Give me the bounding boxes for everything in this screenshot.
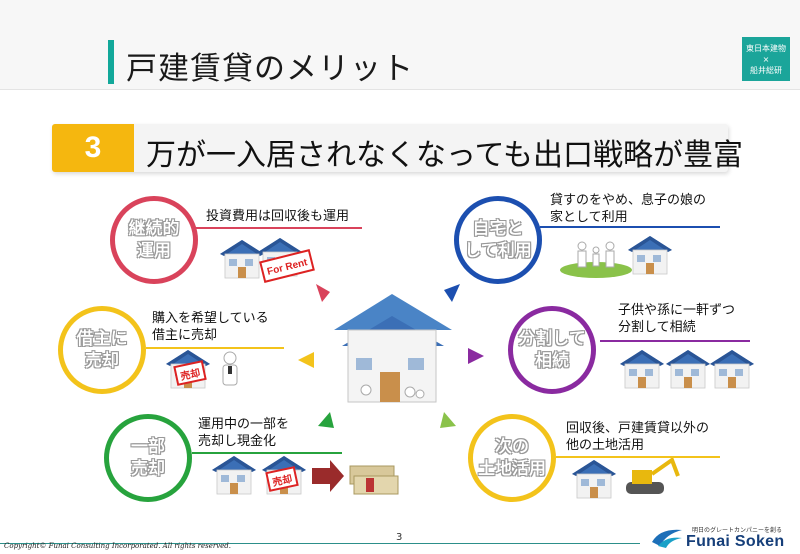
circle-label: 継続的 運用 [128,219,180,261]
house-icon-a [219,239,265,279]
underline-split-inheritance [600,340,750,342]
title-accent-bar [108,40,114,84]
underline-own-use [540,226,720,228]
underline-partial-sale [192,452,342,454]
brand-name: Funai Soken [686,533,785,550]
headline-text: 万が一入居されなくなっても出口戦略が豊富 [146,138,743,173]
circle-label: 分割して 相続 [518,329,586,371]
house-icon-i [709,349,755,389]
pointer-bottom-left [318,412,334,428]
house-icon-h [665,349,711,389]
brand-tagline: 明日のグレートカンパニーを創る [692,527,783,534]
family-icon [560,241,632,278]
underline-next-land-use [556,456,720,458]
page-title: 戸建賃貸のメリット [126,51,414,87]
footer-divider [0,543,640,544]
circle-partial-sale: 一部 売却 [104,414,192,502]
desc-next-land-use: 回収後、戸建賃貸以外の 他の土地活用 [566,421,710,453]
arrow-right-icon [312,460,344,492]
header [0,0,800,90]
sold-label-1: 売却 [179,366,201,383]
underline-continuous-operation [196,227,362,229]
sold-sign-icon-1: 売却 [173,360,207,386]
pointer-right [468,348,484,364]
cash-icon [349,465,399,495]
pointer-bottom-right [440,412,456,428]
house-icon-j [571,459,617,499]
circle-label: 次の 土地活用 [478,437,546,479]
circle-label: 借主に 売却 [76,329,128,371]
underline-sell-to-tenant [146,347,284,349]
house-icon-d [211,455,257,495]
house-icon-g [619,349,665,389]
excavator-icon [626,456,680,494]
badge-line-2: × [762,55,770,64]
house-icon-f [627,235,673,275]
desc-partial-sale: 運用中の一部を 売却し現金化 [198,417,290,449]
desc-split-inheritance: 子供や孫に一軒ずつ 分割して相続 [618,303,736,335]
circle-next-land-use: 次の 土地活用 [468,414,556,502]
copyright-text: Copyright© Funai Consulting Incorporated… [4,542,232,550]
pointer-top-right [444,284,460,302]
circle-own-use: 自宅と して利用 [454,196,542,284]
sold-label-2: 売却 [271,472,293,489]
funai-logo-icon [652,529,682,548]
circle-sell-to-tenant: 借主に 売却 [58,306,146,394]
headline-banner [52,124,728,172]
page-number: 3 [396,532,403,543]
circle-continuous-operation: 継続的 運用 [110,196,198,284]
company-badge: 東日本建物 × 船井総研 [742,37,790,81]
badge-line-1: 東日本建物 [746,44,786,53]
circle-label: 自宅と して利用 [464,219,532,261]
pointer-left [298,352,314,368]
person-icon [222,351,238,386]
circle-label: 一部 売却 [131,437,165,479]
badge-line-3: 船井総研 [750,66,782,75]
headline-number: 3 [52,124,134,172]
circle-split-inheritance: 分割して 相続 [508,306,596,394]
pointer-top-left [316,284,330,302]
desc-sell-to-tenant: 購入を希望している 借主に売却 [152,311,269,343]
sold-sign-icon-2: 売却 [265,466,299,492]
desc-own-use: 貸すのをやめ、息子の娘の 家として利用 [550,193,707,225]
center-house-icon [334,294,452,403]
for-rent-sign-icon: For Rent [259,249,315,283]
desc-continuous-operation: 投資費用は回収後も運用 [206,209,350,224]
